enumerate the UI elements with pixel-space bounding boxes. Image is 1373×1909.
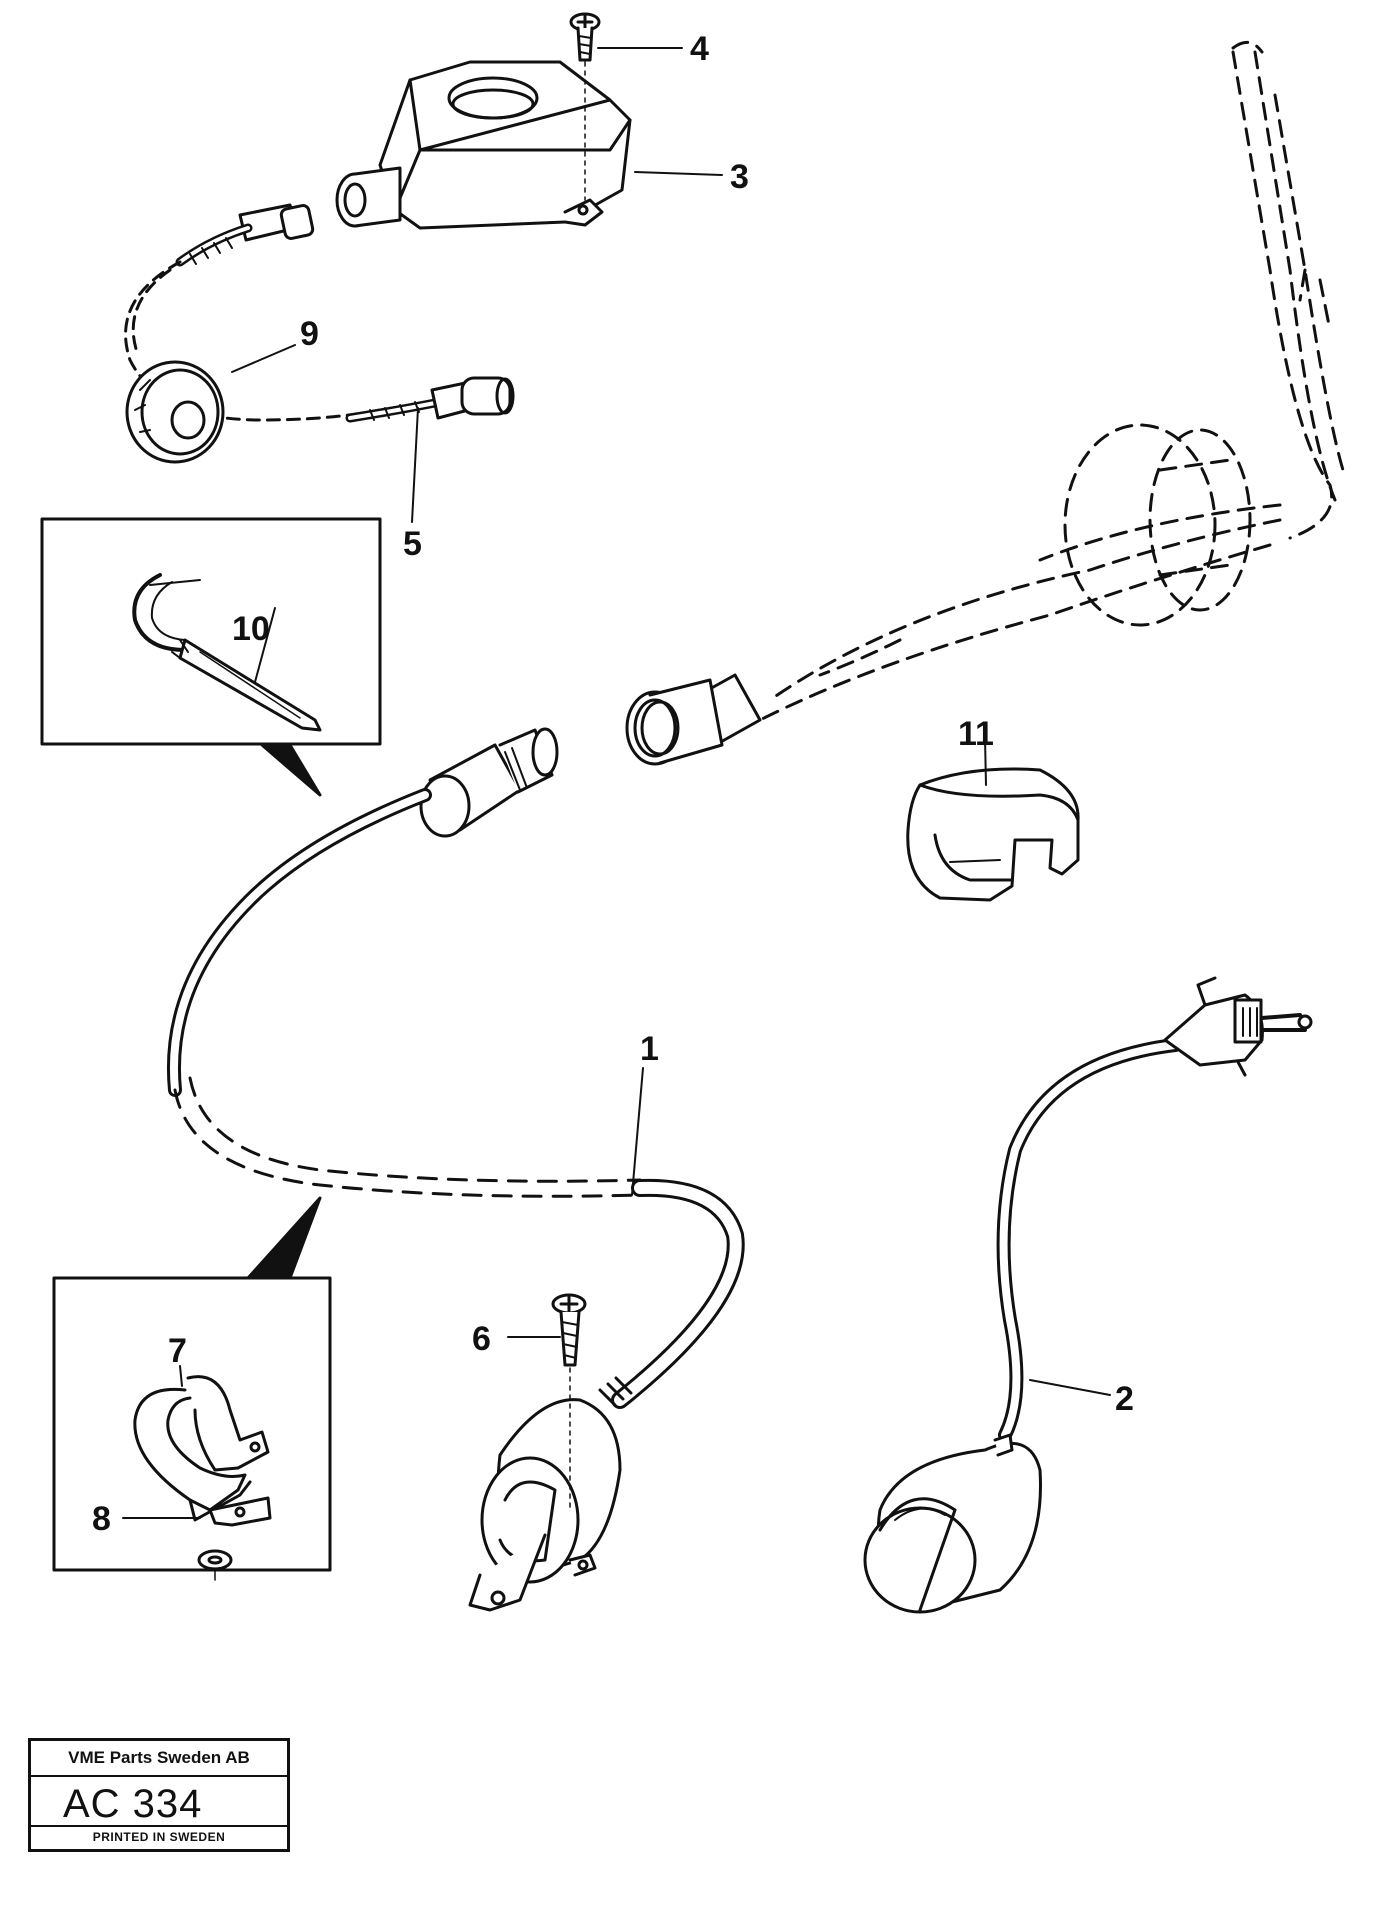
callout-7: 7 — [168, 1332, 187, 1370]
stamp-company: VME Parts Sweden AB — [31, 1741, 287, 1777]
heater-control-box — [335, 60, 632, 230]
callout-labels: 4 3 9 5 10 11 1 6 7 8 2 — [92, 30, 1134, 1538]
callout-6: 6 — [472, 1320, 491, 1358]
vehicle-side-connector — [625, 673, 762, 766]
inset-p-clip — [52, 1196, 332, 1581]
washer-part-8 — [197, 1549, 233, 1581]
cable-tie-part-10 — [132, 573, 322, 732]
callout-4: 4 — [690, 30, 709, 68]
callout-5: 5 — [403, 525, 422, 563]
screw-part-6 — [551, 1293, 587, 1511]
extension-cable-part-2 — [863, 976, 1313, 1614]
cable-part-1 — [167, 727, 745, 1612]
callout-8: 8 — [92, 1500, 111, 1538]
stamp-code: AC 334 — [63, 1782, 203, 1826]
callout-9: 9 — [300, 315, 319, 353]
callout-3: 3 — [730, 158, 749, 196]
p-clip-part-7 — [133, 1375, 272, 1527]
vehicle-wiring-dashed — [758, 40, 1345, 722]
callout-2: 2 — [1115, 1380, 1134, 1418]
callout-11: 11 — [958, 715, 994, 753]
callout-10: 10 — [232, 610, 270, 648]
screw-part-4 — [569, 12, 601, 201]
stamp-printed: PRINTED IN SWEDEN — [31, 1825, 287, 1849]
inset-cable-tie — [40, 517, 382, 797]
clip-part-11 — [906, 767, 1080, 902]
title-stamp: VME Parts Sweden AB AC 334 PRINTED IN SW… — [28, 1738, 290, 1852]
leader-lines — [122, 47, 1111, 1519]
callout-1: 1 — [640, 1030, 659, 1068]
grommet-part-9 — [125, 360, 225, 464]
